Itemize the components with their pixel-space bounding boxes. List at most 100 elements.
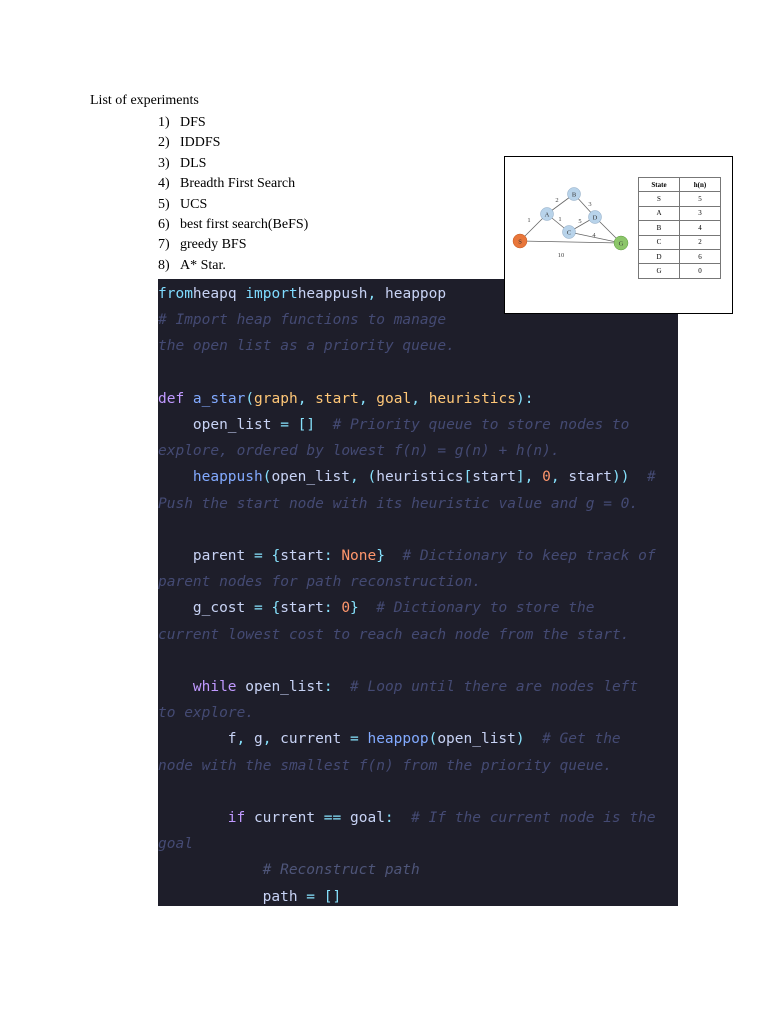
- code-token: [: [463, 469, 473, 486]
- code-token: f: [227, 731, 237, 748]
- code-token: = {: [253, 600, 281, 617]
- code-comment: # Priority queue to store nodes to: [332, 417, 630, 433]
- code-line: to explore.: [158, 700, 254, 726]
- code-line: parent = {start: None} # Dictionary to k…: [158, 543, 656, 569]
- start-node: [512, 233, 528, 249]
- edge-label: 1: [527, 217, 530, 224]
- code-token: :: [323, 679, 333, 695]
- code-comment: # Get the: [542, 731, 621, 748]
- code-token: ): [515, 731, 525, 748]
- code-line: node with the smallest f(n) from the pri…: [158, 753, 612, 779]
- code-line: heappush(open_list, (heuristics[start], …: [158, 464, 656, 490]
- list-label: best first search(BeFS): [180, 216, 309, 232]
- code-line: g_cost = {start: 0} # Dictionary to stor…: [158, 595, 595, 621]
- code-token: ,: [411, 390, 429, 407]
- code-token: def: [158, 390, 193, 407]
- code-token: heappush: [192, 469, 263, 486]
- code-token: while: [192, 679, 246, 695]
- edge-label: 4: [592, 232, 596, 239]
- code-token: = []: [306, 888, 342, 905]
- list-label: DLS: [180, 155, 207, 171]
- code-token: }: [350, 600, 359, 617]
- edge-c-g: [568, 231, 622, 244]
- code-token: =: [350, 731, 368, 748]
- code-token: 0: [341, 600, 351, 617]
- list-label: greedy BFS: [180, 237, 247, 253]
- graph-figure: 1 2 1 5 3 4 10 S A B C D G State h(n): [504, 156, 733, 314]
- edge-label: 1: [558, 216, 561, 223]
- table-cell: C: [638, 234, 680, 250]
- table-cell: G: [638, 263, 680, 279]
- table-cell: 4: [679, 220, 721, 236]
- code-token: ,: [236, 731, 254, 748]
- table-cell: 6: [679, 248, 721, 265]
- code-comment: # If the current node is the: [411, 810, 656, 826]
- code-token: None: [341, 548, 377, 564]
- table-cell: 3: [679, 205, 721, 222]
- code-comment: # Import heap functions to manage: [158, 312, 447, 329]
- code-token: heuristics: [428, 390, 516, 407]
- code-token: start: [315, 390, 359, 407]
- experiment-list: 1)DFS 2)IDDFS 3)DLS 4)Breadth First Sear…: [158, 113, 308, 276]
- code-comment: # Reconstruct path: [262, 862, 420, 879]
- code-line: Push the start node with its heuristic v…: [158, 491, 638, 517]
- code-token: = []: [280, 417, 316, 433]
- code-token: (: [262, 469, 272, 486]
- table-header: State: [638, 176, 680, 193]
- code-token: :: [323, 548, 342, 564]
- code-comment: # Dictionary to keep track of: [402, 548, 656, 564]
- code-token: :: [323, 600, 342, 617]
- list-label: IDDFS: [180, 135, 221, 151]
- code-token: heappop: [367, 731, 429, 748]
- code-token: parent: [192, 548, 254, 564]
- node-label: C: [567, 230, 571, 237]
- list-number: 8): [158, 257, 170, 273]
- code-token: open_list: [192, 417, 281, 433]
- goal-node: [613, 235, 629, 251]
- table-cell: S: [638, 191, 680, 207]
- code-token: [385, 548, 402, 564]
- edge-label: 10: [558, 252, 565, 259]
- code-token: start: [280, 548, 324, 564]
- code-comment: goal: [158, 836, 193, 853]
- code-line: goal: [158, 831, 193, 857]
- code-line: open_list = [] # Priority queue to store…: [158, 412, 630, 438]
- graph-diagram: 1 2 1 5 3 4 10 S A B C D G: [512, 187, 629, 259]
- graph-node: [540, 207, 554, 221]
- code-token: , (: [350, 469, 377, 486]
- table-cell: B: [638, 220, 680, 236]
- edge-label: 3: [588, 201, 591, 208]
- code-line: parent nodes for path reconstruction.: [158, 569, 481, 595]
- code-comment: #: [646, 469, 656, 486]
- code-token: [333, 679, 350, 695]
- code-token: start: [280, 600, 324, 617]
- code-token: start: [568, 469, 612, 486]
- list-item: 5)UCS: [158, 195, 308, 215]
- code-token: )): [612, 469, 630, 486]
- code-token: if: [227, 810, 254, 826]
- node-label: G: [619, 241, 624, 248]
- experiments-heading: List of experiments: [90, 93, 199, 108]
- code-token: goal: [376, 390, 412, 407]
- graph-node: [562, 225, 576, 239]
- code-block: fromheapq importheappush, heappop# Impor…: [158, 279, 678, 906]
- list-number: 1): [158, 115, 170, 130]
- code-comment: current lowest cost to reach each node f…: [158, 626, 630, 643]
- code-token: = {: [253, 548, 281, 564]
- code-line: # Reconstruct path: [158, 857, 420, 883]
- code-token: a_star: [192, 390, 246, 407]
- list-number: 7): [158, 237, 170, 253]
- code-token: heuristics: [376, 469, 464, 486]
- node-label: S: [518, 239, 522, 246]
- node-label: B: [572, 192, 577, 199]
- code-comment: # Loop until there are nodes left: [350, 679, 639, 695]
- code-line: def a_star(graph, start, goal, heuristic…: [158, 386, 533, 412]
- code-comment: node with the smallest f(n) from the pri…: [158, 757, 612, 774]
